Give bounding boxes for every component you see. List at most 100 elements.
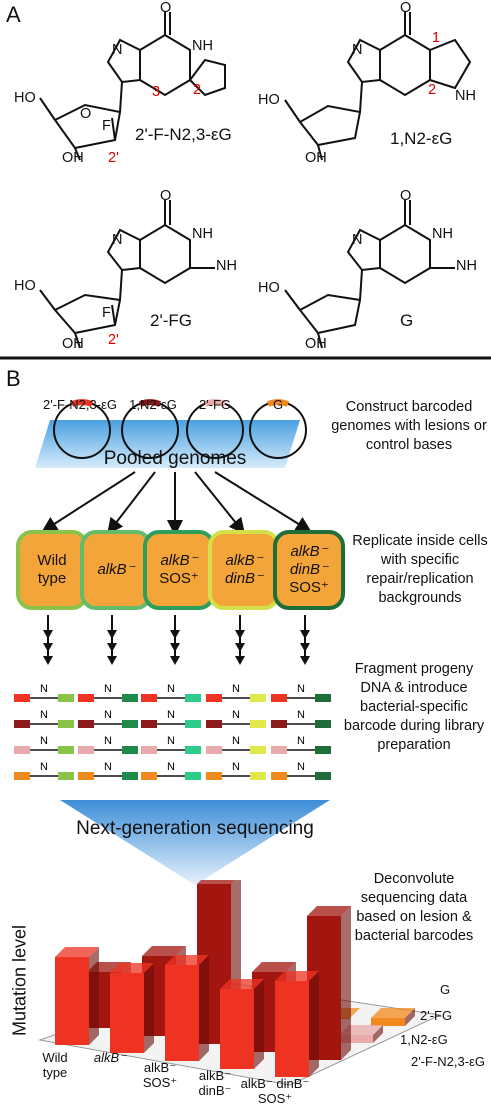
lesion-segment xyxy=(14,746,30,754)
cell-alkb: alkB⁻ xyxy=(80,530,152,610)
lesion-segment xyxy=(14,772,30,780)
cell-label: alkB⁻ xyxy=(160,552,198,569)
fragment-marker: N xyxy=(104,683,112,695)
y-axis-label: Mutation level xyxy=(9,924,30,1037)
fragment-marker: N xyxy=(167,761,175,773)
lesion-segment xyxy=(206,772,222,780)
fragment-marker: N xyxy=(232,735,240,747)
barcode-segment xyxy=(250,772,266,780)
barcode-segment xyxy=(185,720,201,728)
number-label: 2' xyxy=(108,332,119,348)
step-deconvolute: Deconvolute sequencing data based on les… xyxy=(354,871,474,944)
fragment-marker: N xyxy=(297,683,305,695)
barcode-segment xyxy=(58,772,74,780)
lesion-segment xyxy=(78,746,94,754)
bar xyxy=(220,979,264,1069)
x-tick-label: alkB⁻ SOS⁺ xyxy=(142,1060,178,1090)
atom-oh: OH xyxy=(62,336,84,352)
fragment-marker: N xyxy=(167,683,175,695)
atom-f: F xyxy=(102,305,111,321)
fragment-marker: N xyxy=(104,709,112,721)
atom-o: O xyxy=(160,188,172,204)
bar xyxy=(275,971,319,1077)
molecule-name: 2'-FG xyxy=(150,311,192,330)
fragment-marker: N xyxy=(104,735,112,747)
series-label: G xyxy=(440,982,451,997)
genome-label: 2'-F-N2,3-εG xyxy=(42,397,117,412)
barcode-segment xyxy=(315,720,331,728)
genome-label: 1,N2-εG xyxy=(129,397,177,412)
number-label: 2 xyxy=(428,82,437,98)
bar xyxy=(55,947,99,1045)
atom-o: O xyxy=(160,0,172,16)
atom-nh: NH xyxy=(192,38,213,54)
cell-label: SOS⁺ xyxy=(289,579,329,596)
lesion-segment xyxy=(78,772,94,780)
fragment-marker: N xyxy=(297,735,305,747)
molecule-name: 2'-F-N2,3-εG xyxy=(135,125,232,144)
cell-label: type xyxy=(37,570,67,587)
lesion-segment xyxy=(141,772,157,780)
fragment-marker: N xyxy=(167,709,175,721)
fragment-marker: N xyxy=(40,761,48,773)
molecule-name: G xyxy=(400,311,414,330)
x-tick-label: alkB⁻ dinB⁻ xyxy=(198,1068,232,1098)
chemical-structures xyxy=(0,12,491,360)
barcode-segment xyxy=(122,720,138,728)
genome-label: 2'-FG xyxy=(198,397,232,412)
cell-label: alkB⁻ xyxy=(290,543,328,560)
cell-alkb-dinb: alkB⁻ dinB⁻ xyxy=(208,530,280,610)
series-label: 2'-F-N2,3-εG xyxy=(410,1054,485,1069)
barcode-segment xyxy=(250,720,266,728)
atom-ho: HO xyxy=(14,278,36,294)
x-tick-label: alkB⁻ xyxy=(93,1050,127,1065)
atom-n: N xyxy=(112,232,123,248)
lesion-segment xyxy=(271,772,287,780)
panel-b-label: B xyxy=(6,366,21,391)
lesion-segment xyxy=(141,720,157,728)
lesion-segment xyxy=(14,694,30,702)
barcode-segment xyxy=(58,746,74,754)
lesion-segment xyxy=(141,746,157,754)
barcode-segment xyxy=(185,746,201,754)
ngs-label: Next-generation sequencing xyxy=(76,818,314,839)
barcode-segment xyxy=(315,772,331,780)
cell-label: alkB⁻ xyxy=(225,552,263,569)
fragment-marker: N xyxy=(167,735,175,747)
atom-n: N xyxy=(112,42,123,58)
fragment-marker: N xyxy=(40,683,48,695)
atom-ho: HO xyxy=(258,280,280,296)
series-label: 1,N2-εG xyxy=(400,1032,448,1047)
cell-label: dinB⁻ xyxy=(225,570,263,587)
fragment-marker: N xyxy=(104,761,112,773)
bar xyxy=(165,955,209,1061)
barcode-segment xyxy=(185,694,201,702)
molecule-name: 1,N2-εG xyxy=(390,129,453,148)
lesion-segment xyxy=(14,720,30,728)
atom-o: O xyxy=(400,188,412,204)
x-tick-label: alkB⁻ dinB⁻ SOS⁺ xyxy=(240,1076,310,1106)
lesion-segment xyxy=(206,694,222,702)
atom-nh: NH xyxy=(432,226,453,242)
lesion-segment xyxy=(141,694,157,702)
atom-nh2: NH xyxy=(456,258,477,274)
workflow-diagram xyxy=(35,399,330,885)
mutation-chart xyxy=(38,880,442,1086)
barcode-segment xyxy=(122,746,138,754)
lesion-segment xyxy=(206,746,222,754)
number-label: 3 xyxy=(152,84,161,100)
lesion-segment xyxy=(271,694,287,702)
lesion-segment xyxy=(206,720,222,728)
fragment-marker: N xyxy=(40,709,48,721)
bar xyxy=(110,963,154,1053)
fragment-marker: N xyxy=(40,735,48,747)
number-label: 2' xyxy=(108,150,119,166)
barcode-segment xyxy=(250,694,266,702)
barcode-segment xyxy=(185,772,201,780)
atom-oh: OH xyxy=(305,336,327,352)
bar xyxy=(371,1008,415,1026)
cell-label: dinB⁻ xyxy=(290,561,328,578)
pooled-genomes-label: Pooled genomes xyxy=(103,448,247,469)
atom-o: O xyxy=(400,0,412,16)
